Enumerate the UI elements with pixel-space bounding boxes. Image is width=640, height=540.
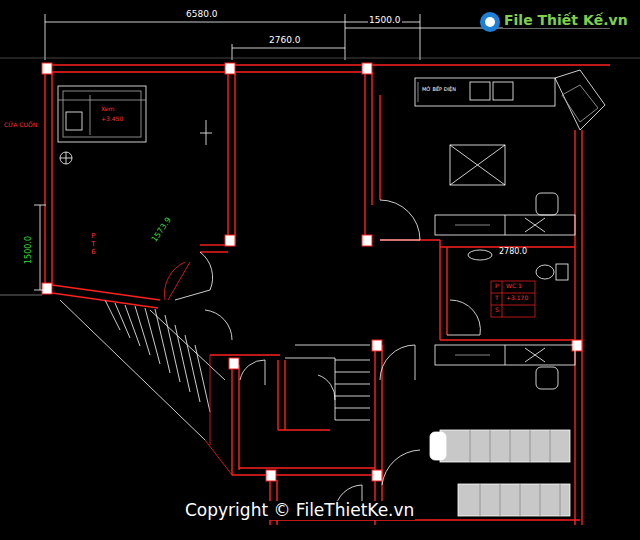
fixture-label: MỞ BẾP ĐIỆN xyxy=(421,87,457,93)
table-cell: T xyxy=(494,295,500,302)
logo-text: File Thiết Kế.vn xyxy=(503,13,629,28)
table-cell: P xyxy=(494,283,500,290)
furniture-label: Xem xyxy=(100,106,115,113)
dimension-text: 1500.0 xyxy=(25,235,34,265)
dimension-text: 6580.0 xyxy=(185,10,219,20)
level-label: +3.450 xyxy=(100,116,124,123)
dimension-text: 1500.0 xyxy=(368,16,402,26)
door-label: CỬA CUỐN xyxy=(3,122,38,129)
dimension-text: 2780.0 xyxy=(498,248,528,257)
table-cell: S xyxy=(494,307,500,314)
table-cell: WC 1 xyxy=(505,283,523,290)
dimension-text: 1573.9 xyxy=(150,215,174,245)
room-label: P T 6 xyxy=(90,232,97,256)
watermark: Copyright © FileThietKe.vn xyxy=(184,501,415,520)
table-cell: +3.170 xyxy=(505,295,529,302)
dimension-text: 2760.0 xyxy=(268,36,302,46)
